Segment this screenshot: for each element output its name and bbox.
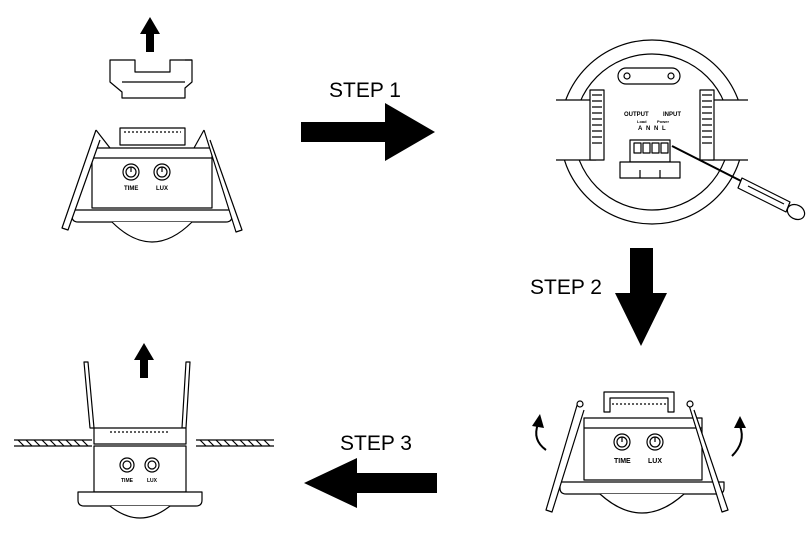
step-2-arrow: STEP 2 — [530, 248, 667, 346]
lux-knob-label: LUX — [156, 186, 168, 192]
terminal-cover — [109, 59, 193, 99]
step-3-label: STEP 3 — [340, 432, 412, 455]
ceiling-left — [14, 439, 92, 447]
step-3-arrow: STEP 3 — [304, 432, 437, 508]
input-label: INPUT — [663, 112, 681, 118]
time-knob-label: TIME — [121, 478, 134, 484]
terminal-pin-n2: N — [654, 126, 658, 132]
time-knob-icon — [122, 163, 140, 181]
step-2-label: STEP 2 — [530, 276, 602, 299]
spring-clamp-right — [699, 89, 748, 161]
rotate-arrow-right-icon — [731, 416, 746, 457]
screwdriver-icon — [671, 145, 806, 221]
time-knob-label: TIME — [124, 186, 138, 192]
terminal-pin-a: A — [638, 126, 643, 132]
lux-knob-icon — [153, 163, 171, 181]
up-arrow-icon — [134, 343, 154, 378]
time-knob-label: TIME — [614, 458, 631, 465]
up-arrow-icon — [140, 17, 160, 52]
power-label: Power — [657, 119, 669, 124]
output-label: OUTPUT — [624, 112, 649, 118]
sensor-cover-removal: TIME LUX — [61, 17, 243, 243]
ceiling-right — [196, 439, 274, 447]
sensor-ceiling-installed: TIME LUX — [14, 343, 274, 519]
sensor-springs-released: TIME LUX — [532, 391, 746, 514]
step-1-arrow: STEP 1 — [301, 79, 435, 161]
time-knob-icon — [119, 457, 135, 473]
sensor-body — [61, 127, 243, 243]
spring-clamp-left — [556, 89, 605, 161]
lux-knob-label: LUX — [648, 458, 662, 465]
terminal-pin-l: L — [662, 126, 666, 132]
step-1-label: STEP 1 — [329, 79, 401, 102]
sensor-wiring-view: OUTPUT INPUT Load Power A N N L — [556, 39, 806, 225]
load-label: Load — [637, 119, 647, 124]
time-knob-icon — [613, 433, 631, 451]
terminal-block — [619, 139, 681, 179]
lux-knob-icon — [646, 433, 664, 451]
terminal-pin-n1: N — [646, 126, 650, 132]
lux-knob-icon — [144, 457, 160, 473]
lux-knob-label: LUX — [147, 478, 158, 484]
rotate-arrow-left-icon — [532, 414, 547, 451]
